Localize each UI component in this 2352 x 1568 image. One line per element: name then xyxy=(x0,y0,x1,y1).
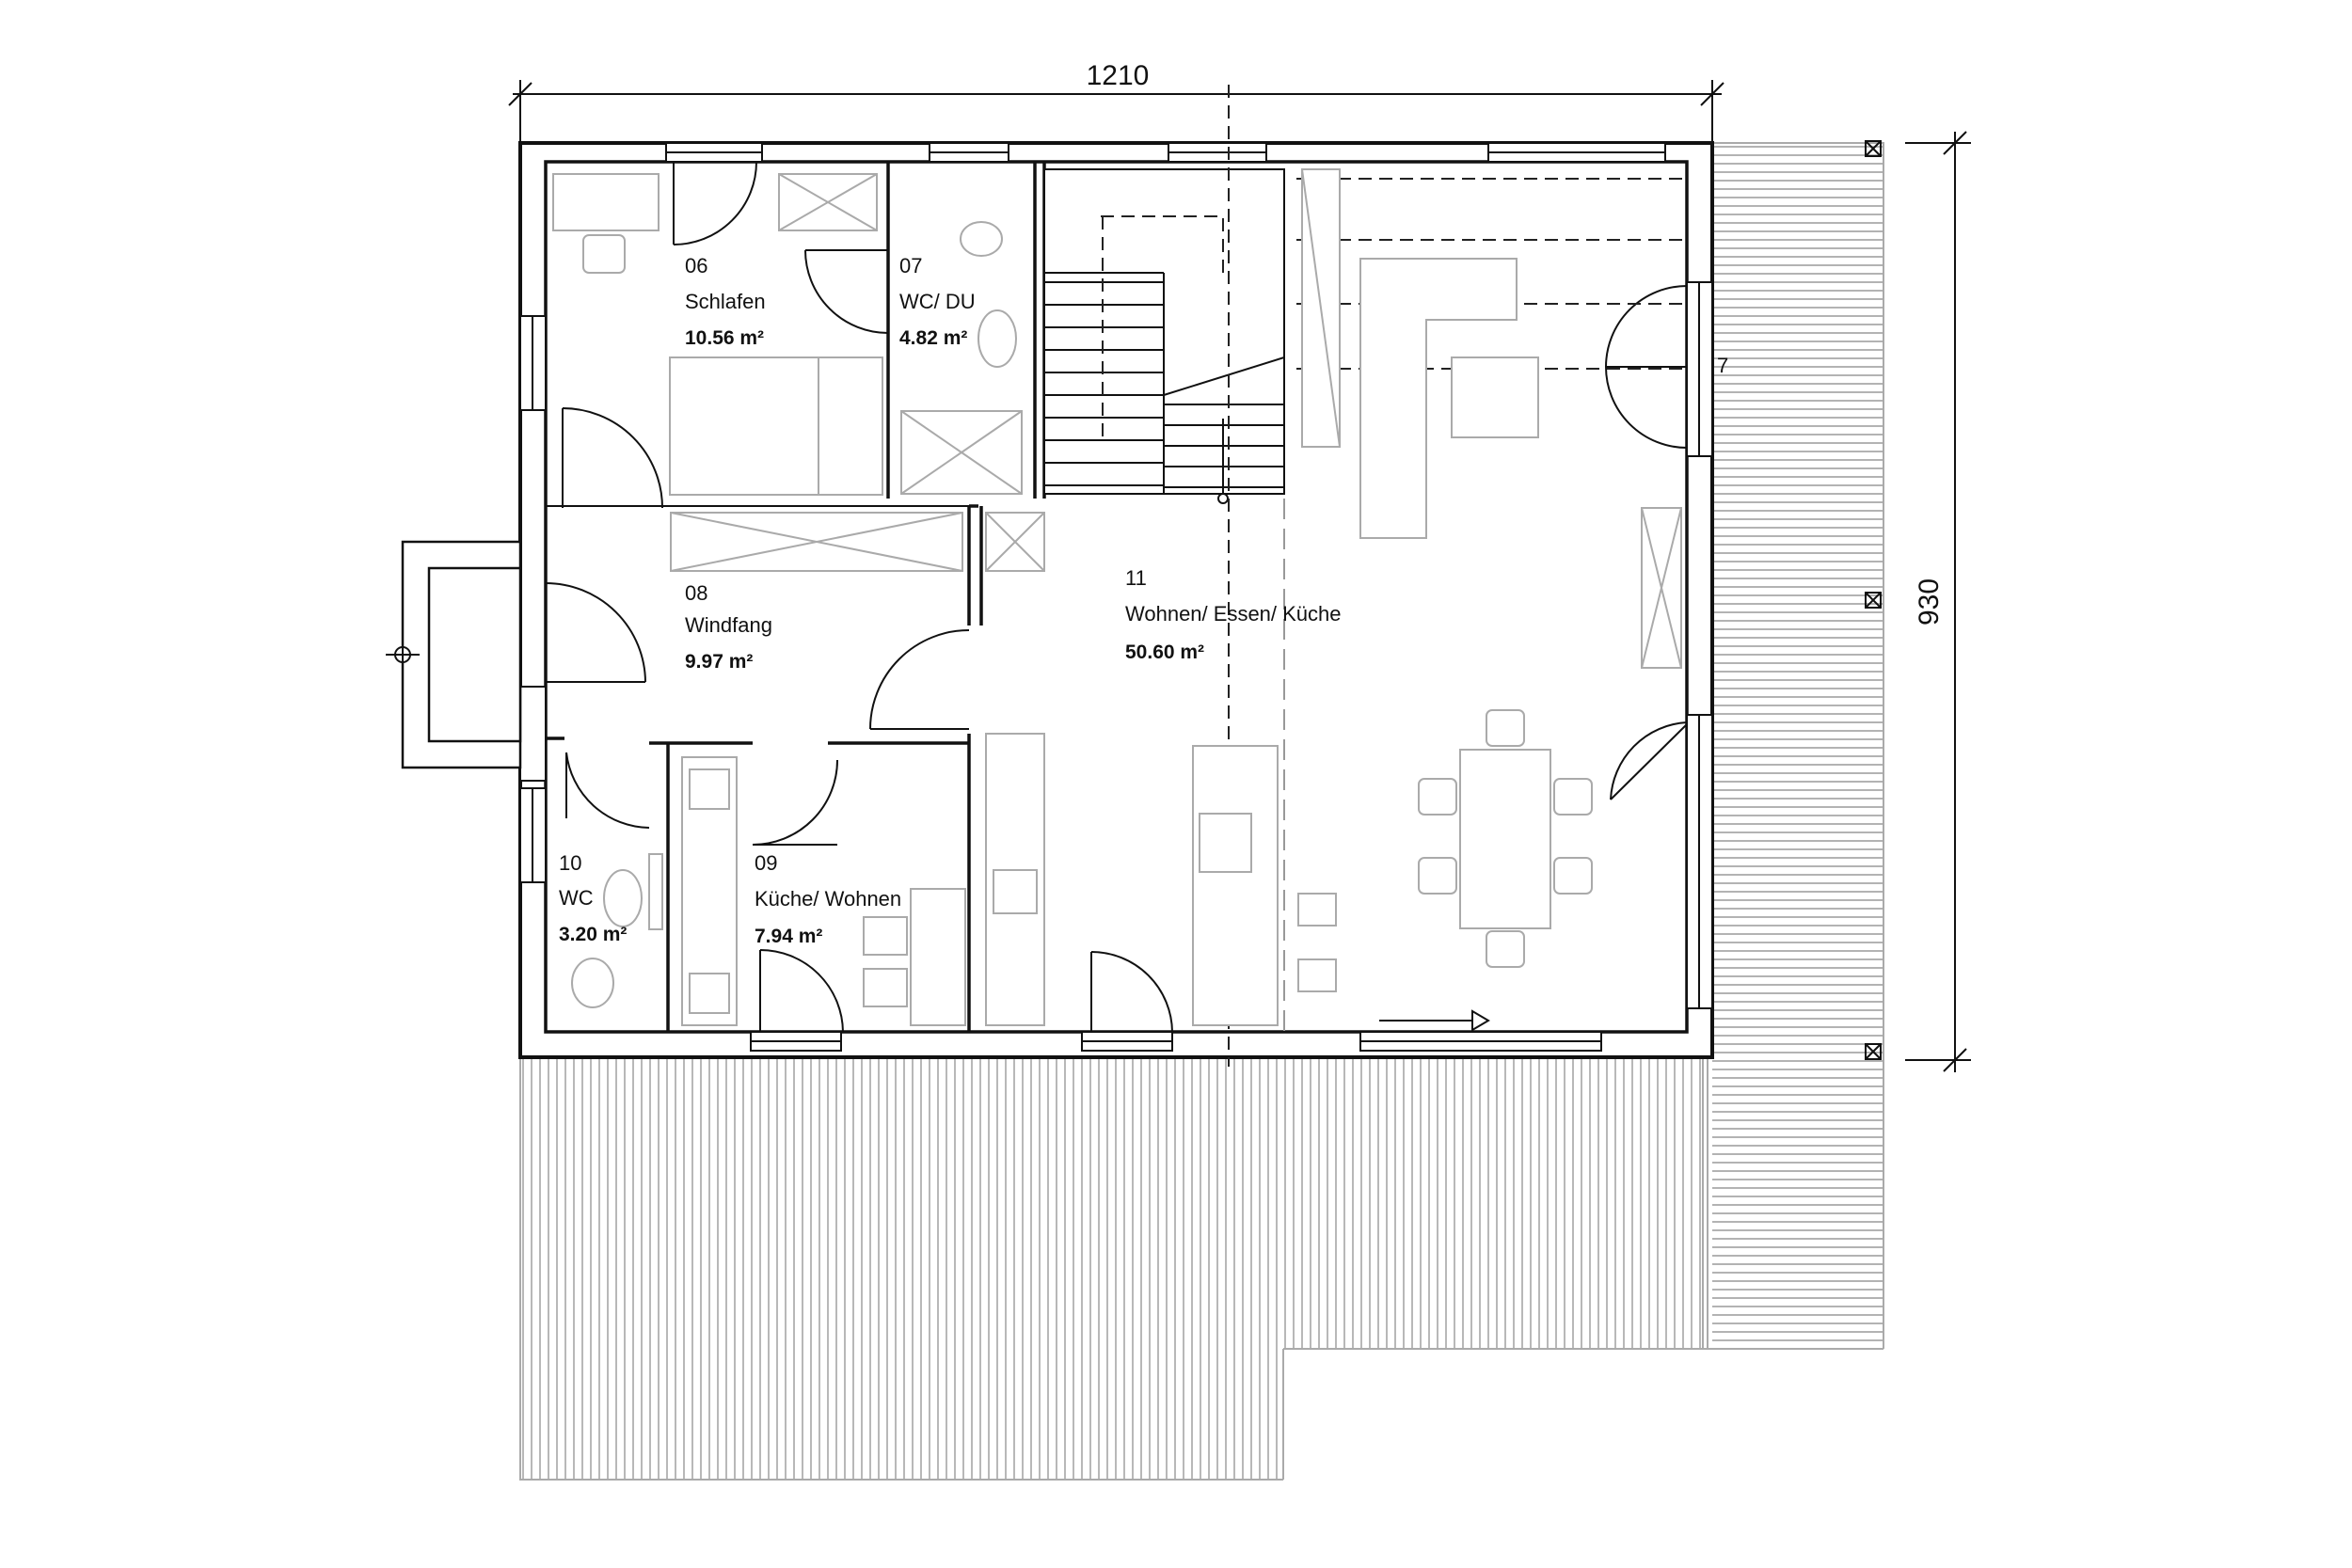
doors xyxy=(545,161,1688,1033)
room-label-11: 11 Wohnen/ Essen/ Küche 50.60 m² xyxy=(1125,566,1342,663)
room-label-09: 09 Küche/ Wohnen 7.94 m² xyxy=(755,851,901,947)
room-area: 10.56 m² xyxy=(685,327,764,349)
room-number: 06 xyxy=(685,254,707,277)
room-area: 7.94 m² xyxy=(755,926,822,947)
south-windows xyxy=(750,1031,1602,1052)
room-label-10: 10 WC 3.20 m² xyxy=(559,851,627,945)
room-label-06: 06 Schlafen 10.56 m² xyxy=(685,254,766,349)
room-number: 10 xyxy=(559,851,581,875)
width-dimension-label: 1210 xyxy=(1087,60,1150,91)
dimension-height: 930 xyxy=(1905,131,1971,1072)
room-name: Küche/ Wohnen xyxy=(755,887,901,911)
terrace-east-decking xyxy=(1712,146,1883,1341)
room-area: 3.20 m² xyxy=(559,924,627,945)
room-name: Wohnen/ Essen/ Küche xyxy=(1125,602,1342,626)
furniture xyxy=(552,168,1682,1026)
room-number: 11 xyxy=(1125,566,1147,590)
room-name: Windfang xyxy=(685,613,772,637)
staircase xyxy=(1043,168,1285,504)
room-area: 50.60 m² xyxy=(1125,641,1204,663)
room-number: 08 xyxy=(685,581,707,605)
room-number: 07 xyxy=(899,254,922,277)
room-name: WC/ DU xyxy=(899,290,976,313)
room-label-08: 08 Windfang 9.97 m² xyxy=(685,581,772,673)
terrace-south-decking xyxy=(522,1057,1701,1480)
room-name: WC xyxy=(559,886,594,910)
north-windows xyxy=(665,142,1666,163)
dimension-width: 1210 xyxy=(508,60,1724,146)
room-name: Schlafen xyxy=(685,290,766,313)
side-windows xyxy=(519,281,1713,1009)
room-area: 9.97 m² xyxy=(685,651,753,673)
terrace-door-marker: 7 xyxy=(1717,354,1728,377)
terrace-cutout xyxy=(1283,1349,1885,1490)
room-number: 09 xyxy=(755,851,777,875)
entrance-canopy xyxy=(386,540,522,769)
height-dimension-label: 930 xyxy=(1914,578,1945,626)
room-area: 4.82 m² xyxy=(899,327,967,349)
room-label-07: 07 WC/ DU 4.82 m² xyxy=(899,254,976,349)
